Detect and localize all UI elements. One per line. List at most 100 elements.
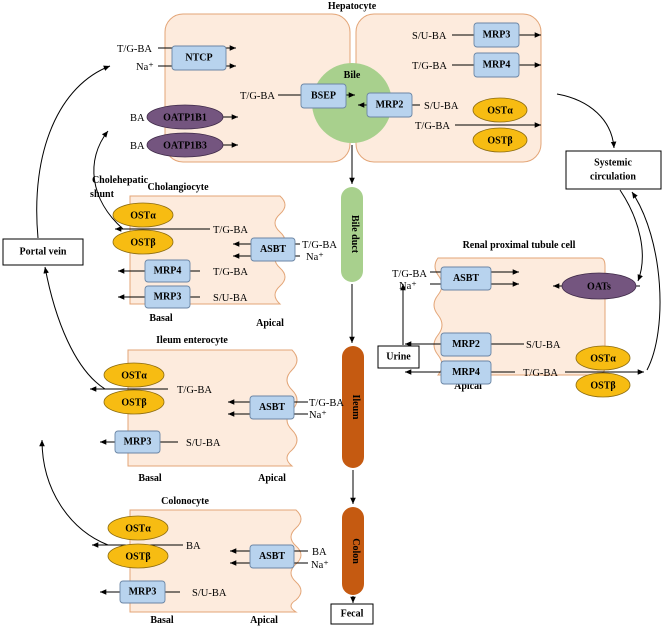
ileum-asbt-label: ASBT	[259, 402, 285, 413]
ileum-basal: Basal	[138, 473, 162, 484]
renal-ostb-transporter	[575, 372, 631, 398]
urine-label: Urine	[386, 351, 411, 362]
kidney-to-systemic-arrow	[631, 191, 661, 371]
renal-ostb-label: OSTβ	[590, 380, 615, 391]
renal-apical: Apical	[454, 381, 482, 392]
colonocyte-cell	[129, 509, 302, 613]
hep-mrp4-transporter	[473, 52, 520, 78]
oatp1b1-transporter	[146, 104, 224, 130]
renal-mrp2-substrate: S/U-BA	[526, 340, 561, 351]
bile-duct-label: Bile duct	[349, 215, 360, 254]
colon-to-portal-arrow	[39, 439, 109, 546]
colon-asbt-substrate-ba: BA	[312, 547, 327, 558]
ileum-mrp3-label: MRP3	[124, 436, 152, 447]
colonocyte: Colonocyte Basal Apical BA OSTα OSTβ ASB…	[92, 496, 329, 626]
chol-mrp3-transporter	[144, 285, 191, 309]
chol-ostb-label: OSTβ	[130, 237, 155, 248]
ileum-enterocyte-title: Ileum enterocyte	[156, 335, 228, 346]
hepatocyte: Hepatocyte Bile T/G-BA Na⁺ NTCP BA OATP1…	[117, 1, 542, 163]
chol-asbt-substrate-na: Na⁺	[306, 252, 324, 263]
ileum-mrp3-substrate: S/U-BA	[186, 438, 221, 449]
chol-mrp4-transporter	[144, 259, 191, 283]
ileum-asbt-transporter	[249, 395, 295, 420]
colon-label: Colon	[350, 538, 361, 564]
ileum-enterocyte: Ileum enterocyte Basal Apical T/G-BA OST…	[90, 335, 344, 484]
circulation: Portal vein Systemic circulation Urine C…	[2, 65, 662, 546]
ntcp-label: NTCP	[185, 52, 212, 63]
hep-mrp3-transporter	[473, 22, 520, 48]
hep-ostb-transporter	[472, 127, 528, 153]
colon-mrp3-label: MRP3	[129, 586, 157, 597]
ileum-ost-substrate: T/G-BA	[177, 385, 212, 396]
ileum-label: Ileum	[350, 395, 361, 421]
renal-asbt-substrate-tgba: T/G-BA	[392, 269, 427, 280]
colon-osta-label: OSTα	[125, 523, 151, 534]
colonocyte-title: Colonocyte	[161, 496, 209, 507]
hep-mrp2-label: MRP2	[376, 99, 404, 110]
oatp1b1-label: OATP1B1	[163, 112, 207, 123]
ileum-ostb-label: OSTβ	[121, 397, 146, 408]
bile-canaliculus	[312, 63, 392, 143]
renal-mrp4-transporter	[440, 360, 492, 385]
chol-asbt-substrate-tgba: T/G-BA	[302, 240, 337, 251]
cholangiocyte-basal: Basal	[149, 313, 173, 324]
cholangiocyte-apical: Apical	[256, 318, 284, 329]
systemic-label-2: circulation	[590, 171, 636, 182]
ileum	[342, 346, 364, 468]
colon-asbt-transporter	[249, 544, 295, 569]
central-flow: Bile duct Ileum Colon Fecal	[330, 145, 374, 625]
ileum-ostb-transporter	[103, 389, 165, 415]
renal-asbt-transporter	[440, 266, 492, 291]
bsep-substrate: T/G-BA	[240, 91, 275, 102]
fecal-box	[330, 603, 374, 625]
hepatocyte-to-systemic-arrow	[556, 93, 617, 149]
renal-oats-label: OATs	[587, 281, 611, 292]
chol-asbt-label: ASBT	[260, 244, 286, 255]
chol-mrp3-substrate: S/U-BA	[213, 293, 248, 304]
hep-ostb-label: OSTβ	[487, 135, 512, 146]
oatp1b3-transporter	[146, 132, 224, 158]
cholangiocyte: Cholangiocyte Basal Apical T/G-BA OSTα O…	[112, 182, 337, 329]
hep-mrp4-label: MRP4	[483, 59, 511, 70]
renal-oats-transporter	[561, 272, 637, 300]
portal-to-hepatocyte-arrow	[36, 65, 111, 239]
colon-asbt-label: ASBT	[259, 551, 285, 562]
chol-osta-label: OSTα	[130, 210, 156, 221]
ileum-asbt-substrate-na: Na⁺	[309, 410, 327, 421]
colon-ost-substrate: BA	[186, 541, 201, 552]
bile-label: Bile	[344, 70, 361, 81]
chol-mrp4-substrate: T/G-BA	[213, 267, 248, 278]
renal-mrp2-transporter	[440, 332, 492, 357]
shunt-label: shunt	[90, 189, 115, 200]
hepatocyte-title: Hepatocyte	[328, 1, 377, 12]
hep-ost-substrate: T/G-BA	[415, 121, 450, 132]
oatp1b3-label: OATP1B3	[163, 140, 207, 151]
bile-duct	[341, 187, 363, 282]
chol-asbt-transporter	[250, 237, 296, 262]
cholangiocyte-title: Cholangiocyte	[147, 182, 209, 193]
hep-mrp2-transporter	[366, 92, 413, 118]
ileum-osta-transporter	[103, 362, 165, 388]
renal-mrp4-substrate: T/G-BA	[523, 368, 558, 379]
colonocyte-apical: Apical	[250, 615, 278, 626]
cholehepatic-label: Cholehepatic	[92, 175, 149, 186]
oatp1b3-substrate: BA	[130, 141, 145, 152]
systemic-label-1: Systemic	[594, 157, 632, 168]
hep-osta-transporter	[472, 97, 528, 123]
hep-mrp4-substrate: T/G-BA	[412, 61, 447, 72]
renal-mrp4-label: MRP4	[452, 367, 480, 378]
cholehepatic-shunt-arrow	[93, 130, 124, 230]
renal-mrp2-label: MRP2	[452, 339, 480, 350]
chol-ostb-transporter	[112, 229, 174, 255]
oatp1b1-substrate: BA	[130, 113, 145, 124]
fecal-label: Fecal	[341, 608, 364, 619]
hep-mrp3-label: MRP3	[483, 29, 511, 40]
colon-asbt-substrate-na: Na⁺	[311, 560, 329, 571]
ntcp-transporter	[171, 45, 227, 71]
renal-proximal-tubule-cell: Renal proximal tubule cell Apical Basal …	[392, 240, 644, 398]
renal-asbt-label: ASBT	[453, 273, 479, 284]
ntcp-substrate-tgba: T/G-BA	[117, 44, 152, 55]
renal-asbt-substrate-na: Na⁺	[399, 281, 417, 292]
ileum-asbt-substrate-tgba: T/G-BA	[309, 398, 344, 409]
